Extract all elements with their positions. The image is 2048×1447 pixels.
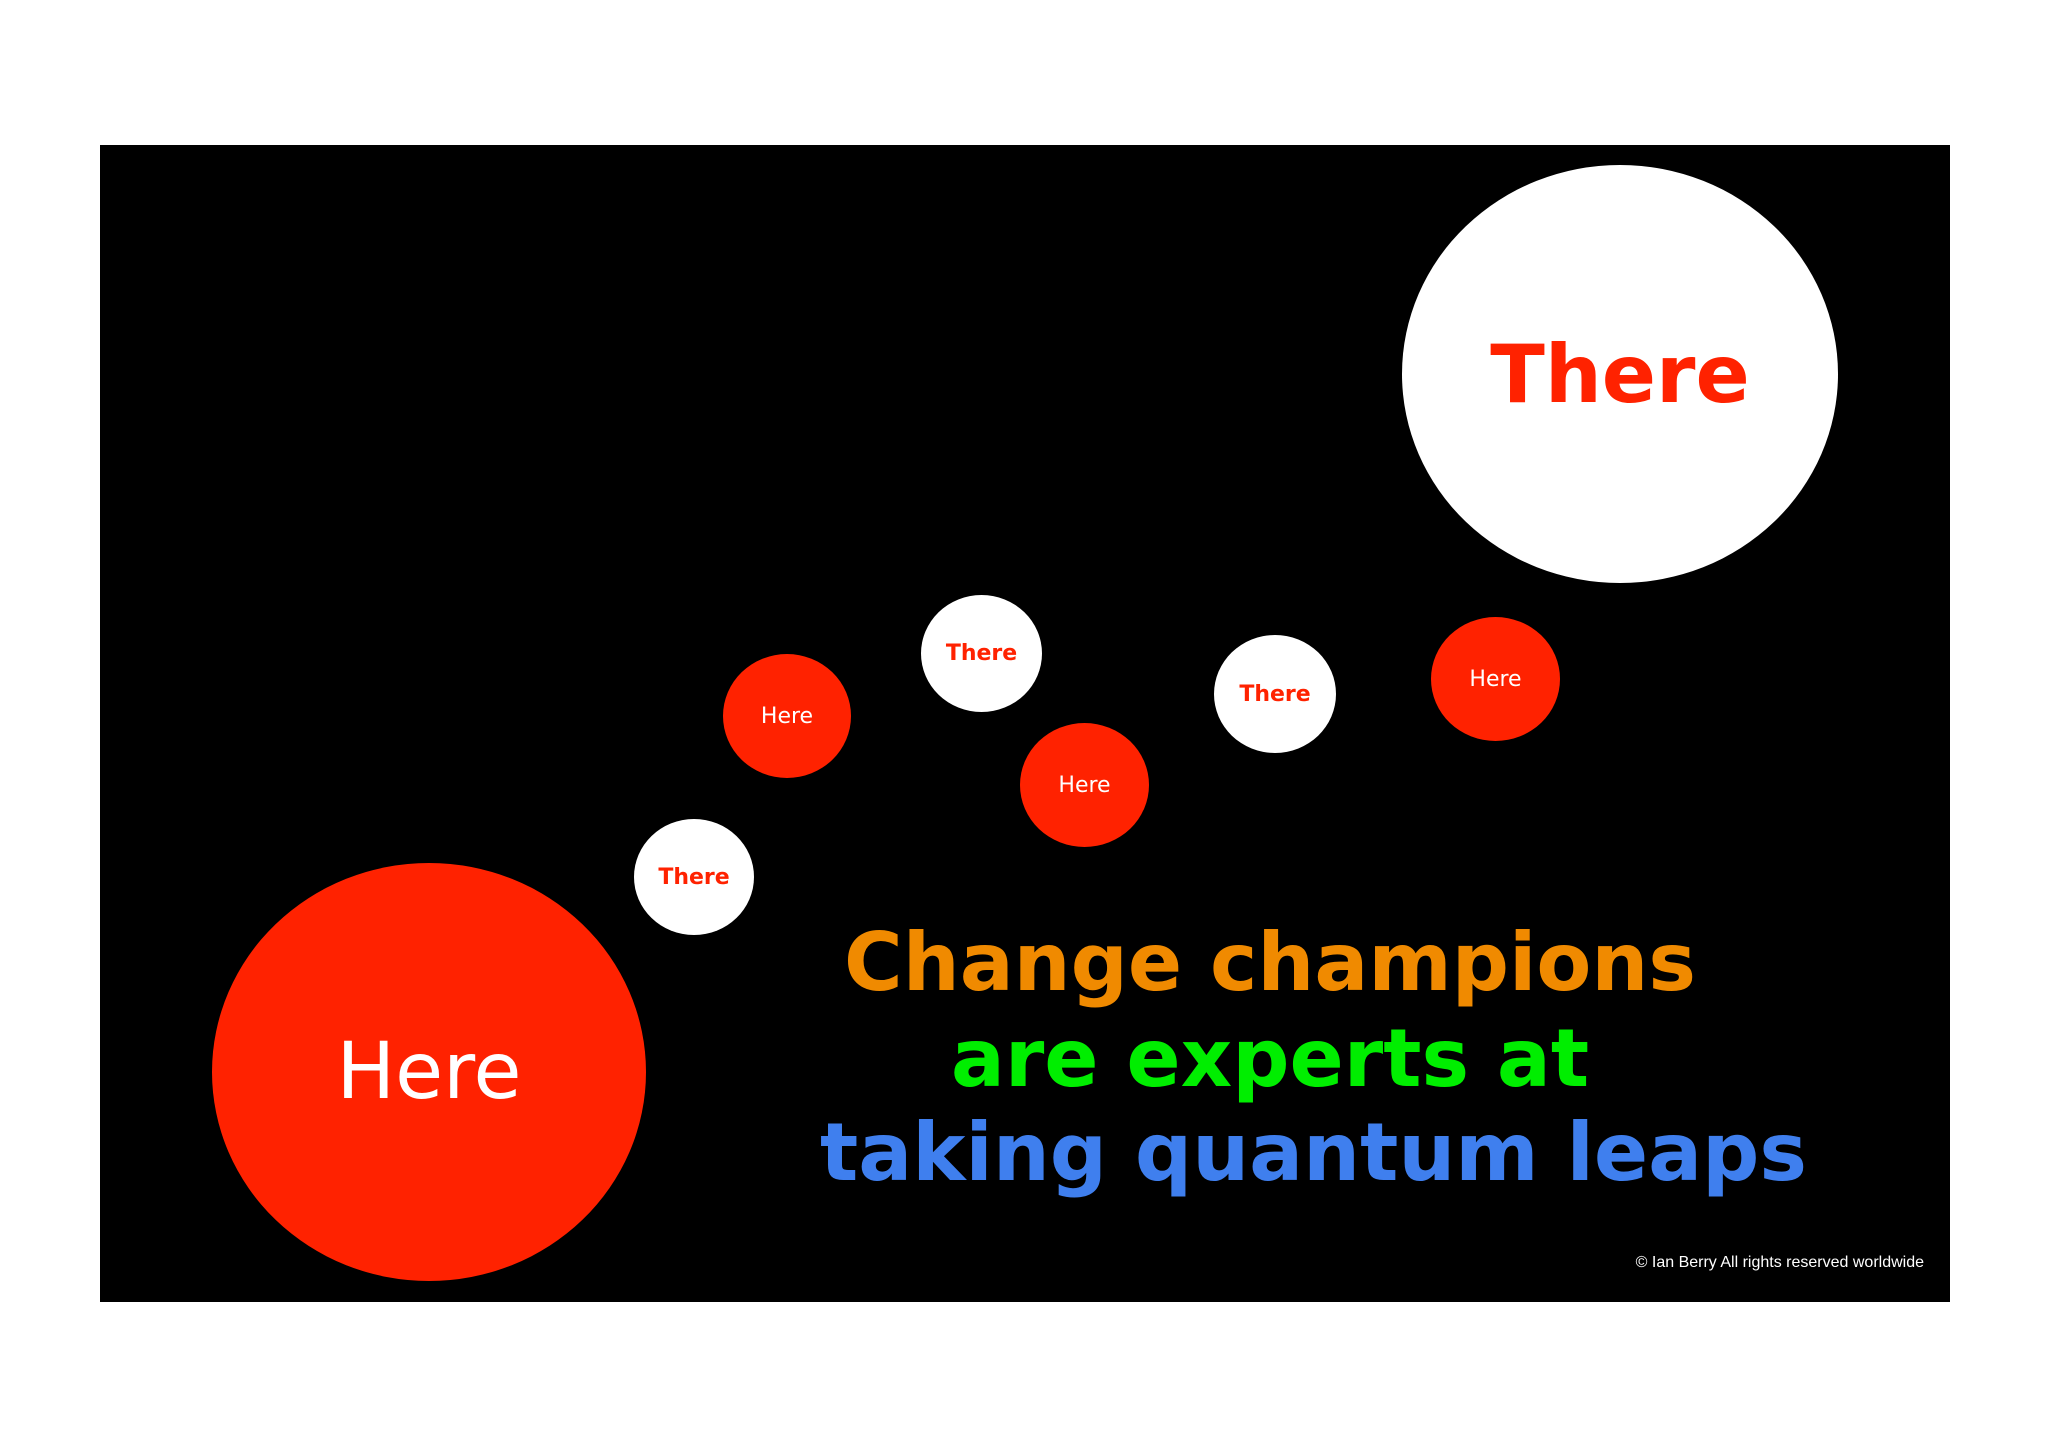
there-label: There: [658, 864, 730, 890]
here-label: Here: [1469, 666, 1522, 692]
headline-line-1: Change champions: [844, 916, 1696, 1009]
here-bubble-large: Here: [212, 863, 646, 1281]
there-bubble-3: There: [1214, 635, 1336, 753]
there-bubble-large: There: [1402, 165, 1838, 583]
here-bubble-1: Here: [723, 654, 851, 778]
there-bubble-1: There: [634, 819, 754, 935]
there-label: There: [945, 641, 1018, 666]
copyright-notice: © Ian Berry All rights reserved worldwid…: [1635, 1254, 1924, 1271]
here-bubble-3: Here: [1431, 617, 1560, 741]
slide-panel: Here There Here There Here There Here Th…: [100, 145, 1950, 1302]
there-label: There: [1239, 681, 1311, 707]
here-label: Here: [1058, 772, 1111, 798]
there-bubble-2: There: [921, 595, 1042, 712]
here-bubble-2: Here: [1020, 723, 1149, 847]
here-label: Here: [760, 703, 814, 729]
headline-line-3: taking quantum leaps: [820, 1106, 1808, 1199]
headline-line-2: are experts at: [950, 1012, 1590, 1105]
there-label: There: [1490, 327, 1750, 421]
here-label: Here: [336, 1027, 522, 1117]
